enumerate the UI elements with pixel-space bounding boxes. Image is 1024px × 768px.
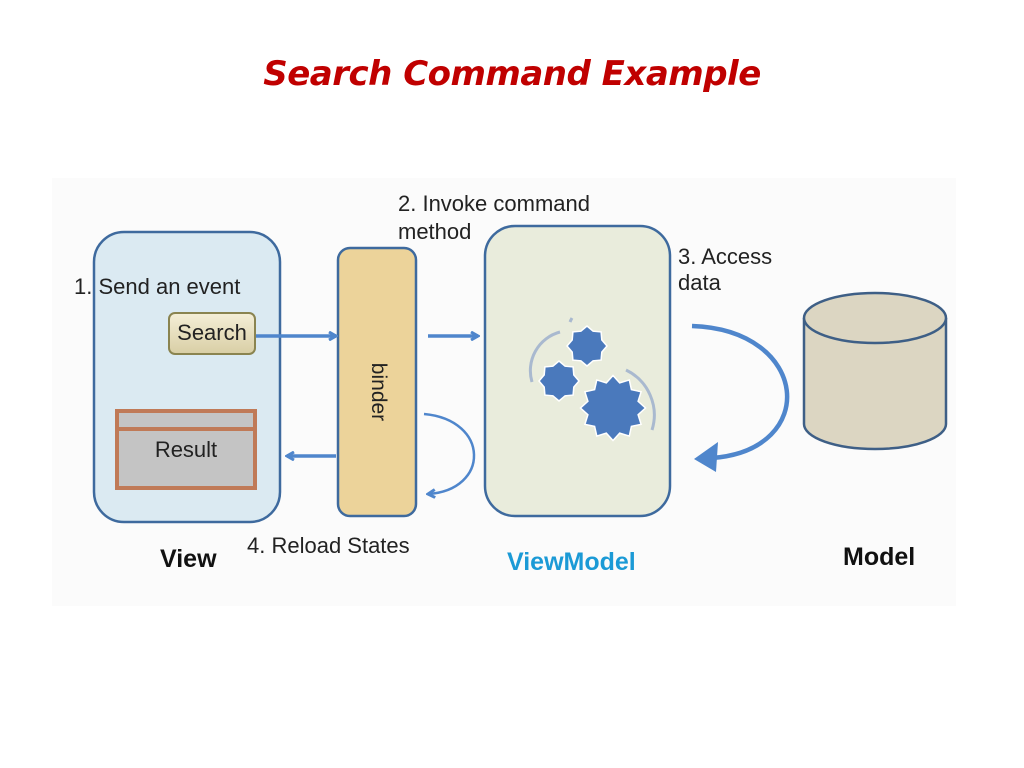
result-panel: Result (115, 409, 257, 490)
database-cylinder-icon (802, 291, 948, 451)
viewmodel-box (483, 224, 672, 518)
step-1-label: 1. Send an event (74, 274, 241, 299)
gears-icon (528, 317, 656, 442)
gear-icon (538, 360, 580, 402)
result-label: Result (154, 437, 218, 462)
search-button[interactable]: Search (168, 312, 256, 355)
result-header-bar (119, 413, 253, 431)
arrow-reload-loop (423, 412, 476, 494)
model-caption: Model (843, 543, 916, 571)
arrow-access-data (691, 323, 790, 472)
step-3-label-line2: data (678, 270, 721, 295)
viewmodel-caption: ViewModel (507, 548, 636, 576)
step-3-label-line1: 3. Access (678, 244, 773, 269)
gear-icon (566, 325, 608, 367)
slide-title: Search Command Example (263, 54, 761, 94)
step-2-label-line2: method (398, 219, 472, 244)
binder-box (336, 246, 418, 518)
binder-label: binder (367, 362, 390, 422)
view-caption: View (160, 545, 217, 573)
step-2-label-line1: 2. Invoke command (398, 191, 590, 216)
step-4-label: 4. Reload States (247, 533, 410, 558)
gear-icon (579, 374, 647, 442)
